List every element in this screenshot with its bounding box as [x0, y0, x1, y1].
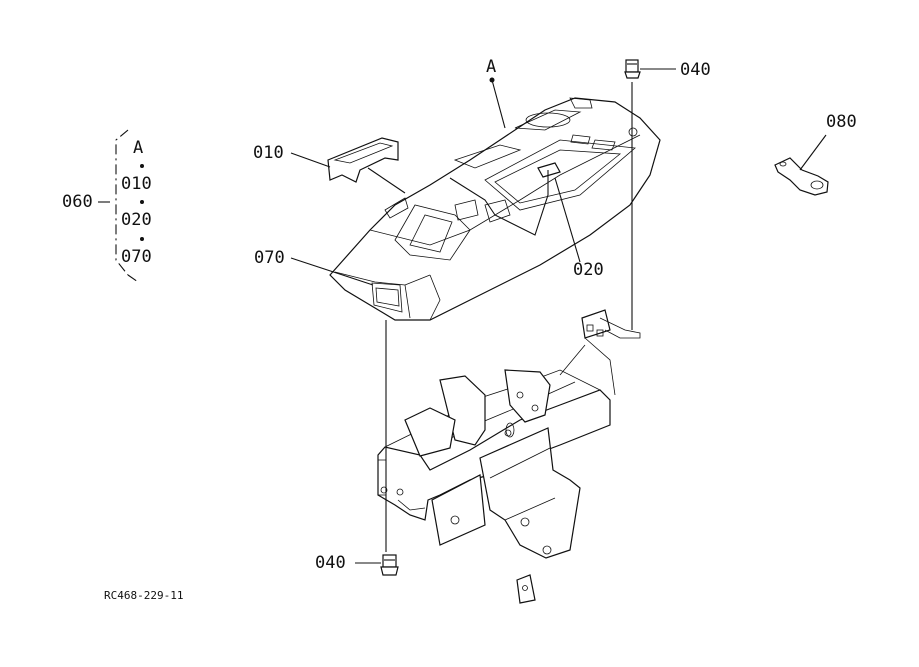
group-060-item-070: 070 — [121, 247, 152, 267]
bolt-040-top — [624, 59, 641, 79]
group-060-header: A — [133, 138, 144, 158]
label-040-top: 040 — [680, 60, 711, 80]
group-bracket-060 — [115, 129, 144, 283]
leader-lines — [98, 68, 827, 564]
bolt-040-bottom — [380, 554, 399, 576]
frame-assembly — [377, 309, 641, 604]
bracket-part-080 — [774, 157, 829, 196]
label-080: 080 — [826, 112, 857, 132]
label-060: 060 — [62, 192, 93, 212]
cover-part-010 — [327, 137, 399, 183]
label-010: 010 — [253, 143, 284, 163]
label-a-top: A — [486, 57, 497, 77]
drawing-code: RC468-229-11 — [104, 589, 184, 602]
label-070: 070 — [254, 248, 285, 268]
label-040-bottom: 040 — [315, 553, 346, 573]
group-060-item-020: 020 — [121, 210, 152, 230]
console-housing — [329, 97, 661, 321]
group-060-item-010: 010 — [121, 174, 152, 194]
label-020: 020 — [573, 260, 604, 280]
